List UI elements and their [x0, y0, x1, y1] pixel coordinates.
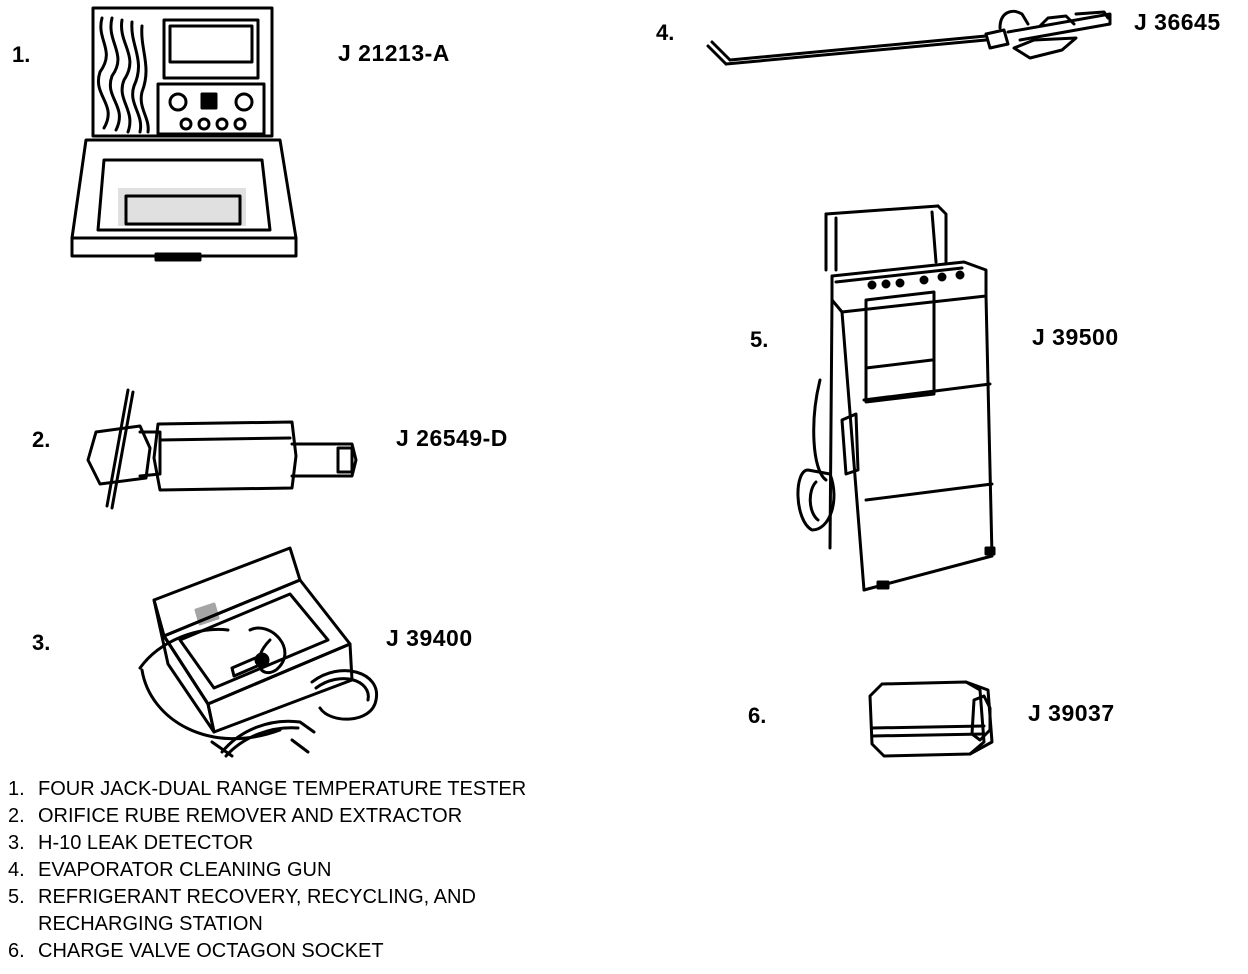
part-number-5: J 39500	[1032, 324, 1119, 350]
part-number-2: J 26549-D	[396, 425, 508, 451]
legend-text: REFRIGERANT RECOVERY, RECYCLING, AND	[38, 886, 476, 908]
item-number-1: 1.	[12, 42, 31, 67]
legend-index: 4.	[8, 859, 25, 881]
legend: 1. FOUR JACK-DUAL RANGE TEMPERATURE TESTE…	[8, 776, 526, 965]
temperature-tester-illustration	[72, 8, 296, 260]
cleaning-gun-illustration	[708, 11, 1110, 64]
legend-item: 5. REFRIGERANT RECOVERY, RECYCLING, AND	[8, 884, 526, 911]
part-number-3: J 39400	[386, 625, 473, 651]
legend-item-continuation: RECHARGING STATION	[38, 913, 263, 935]
legend-index: 3.	[8, 832, 25, 854]
item-number-5: 5.	[750, 327, 769, 352]
octagon-socket-illustration	[870, 682, 992, 756]
legend-index: 6.	[8, 940, 25, 962]
legend-text: H-10 LEAK DETECTOR	[38, 832, 254, 854]
legend-index: 2.	[8, 805, 25, 827]
item-number-2: 2.	[32, 427, 51, 452]
part-number-4: J 36645	[1134, 9, 1221, 35]
recovery-station-illustration	[798, 206, 994, 590]
legend-item: 2. ORIFICE RUBE REMOVER AND EXTRACTOR	[8, 803, 526, 830]
leak-detector-illustration	[140, 548, 377, 756]
legend-item: 3. H-10 LEAK DETECTOR	[8, 830, 526, 857]
legend-text: EVAPORATOR CLEANING GUN	[38, 859, 332, 881]
legend-index: 5.	[8, 886, 25, 908]
legend-index: 1.	[8, 778, 25, 800]
legend-text: FOUR JACK-DUAL RANGE TEMPERATURE TESTER	[38, 778, 527, 800]
item-number-4: 4.	[656, 20, 675, 45]
orifice-tube-remover-illustration	[88, 390, 356, 508]
legend-item: 4. EVAPORATOR CLEANING GUN	[8, 857, 526, 884]
item-number-3: 3.	[32, 630, 51, 655]
part-number-6: J 39037	[1028, 700, 1115, 726]
legend-text: ORIFICE RUBE REMOVER AND EXTRACTOR	[38, 805, 463, 827]
legend-item: 1. FOUR JACK-DUAL RANGE TEMPERATURE TESTE…	[8, 776, 526, 803]
legend-text: CHARGE VALVE OCTAGON SOCKET	[38, 940, 384, 962]
part-number-1: J 21213-A	[338, 40, 450, 66]
item-number-6: 6.	[748, 703, 767, 728]
legend-item: 6. CHARGE VALVE OCTAGON SOCKET	[8, 938, 526, 965]
